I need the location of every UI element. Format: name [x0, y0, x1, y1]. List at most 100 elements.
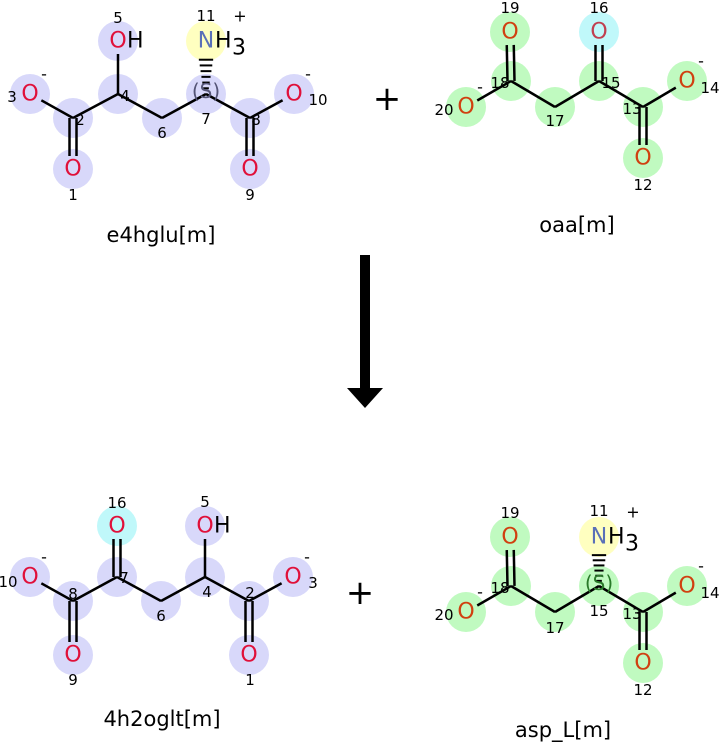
atom-index: 5	[200, 493, 210, 511]
bond	[244, 601, 254, 642]
atom-index: 11	[196, 7, 215, 25]
charge-sign: -	[304, 548, 310, 567]
atom-9: O9	[64, 643, 81, 690]
atom-8: 8	[68, 585, 78, 603]
bond	[72, 92, 119, 120]
atom-highlight	[53, 635, 93, 675]
atom-4: 4	[120, 87, 130, 105]
bond	[161, 92, 207, 120]
atom-10: O- 10	[285, 65, 327, 110]
atom-15: (S)15	[585, 571, 613, 620]
atom-18: 18	[490, 74, 509, 92]
atom-highlight	[446, 592, 486, 632]
bond	[72, 575, 118, 603]
charge-sign: +	[626, 503, 639, 522]
atom-index: 15	[589, 602, 608, 620]
atom-index: 5	[113, 9, 123, 27]
atom-index: 10	[0, 573, 18, 591]
atom-index: 16	[589, 0, 608, 17]
atom-symbol: O	[634, 651, 651, 676]
atom-index: 10	[308, 91, 327, 109]
bond	[598, 584, 644, 614]
atom-13: 13	[622, 605, 641, 623]
atom-4: 4	[202, 583, 212, 601]
charge-sign: -	[41, 65, 47, 84]
atom-highlight	[186, 21, 226, 61]
atom-7: 7	[119, 569, 129, 587]
atom-hydrogen-count: 3	[232, 36, 246, 61]
plus-sign-reactants: +	[373, 79, 402, 119]
atom-20: O-20	[434, 583, 482, 625]
atom-highlight	[623, 138, 663, 178]
atom-symbol: N	[198, 29, 214, 54]
atom-symbol: O	[457, 95, 474, 120]
atom-hydrogen-count: 3	[625, 532, 639, 557]
charge-sign: -	[305, 65, 311, 84]
atom-18: 18	[490, 579, 509, 597]
atom-index: 20	[434, 606, 453, 624]
bond	[245, 118, 255, 156]
atom-19: O19	[500, 0, 519, 45]
atom-7: (S)7	[192, 79, 220, 128]
atom-highlight	[98, 21, 138, 61]
bond	[248, 582, 283, 603]
atom-14: O-14	[678, 557, 719, 603]
atom-index: 4	[120, 87, 130, 105]
atom-index: 13	[622, 100, 641, 118]
atom-index: 19	[500, 0, 519, 17]
atom-highlight	[229, 635, 269, 675]
atom-2: 2	[245, 584, 255, 602]
bond	[638, 612, 648, 650]
bond-layer	[40, 44, 677, 650]
bond	[68, 118, 78, 156]
atom-index: 8	[251, 111, 261, 129]
bond	[554, 79, 600, 109]
atom-symbol: O	[634, 146, 651, 171]
molecule-name: oaa[m]	[539, 213, 614, 237]
atom-14: O-14	[678, 52, 719, 98]
bond	[642, 591, 677, 614]
atom-20: O-20	[434, 78, 482, 120]
arrow-head	[347, 388, 383, 408]
atom-index: 17	[545, 112, 564, 130]
atom-index: 16	[107, 494, 126, 512]
atom-1: O1	[64, 157, 81, 205]
atom-symbol: O	[240, 643, 257, 668]
atom-highlight	[490, 12, 530, 52]
atom-symbol: O	[108, 514, 125, 539]
bond	[510, 79, 556, 109]
atom-index: 9	[68, 671, 78, 689]
atom-index: 3	[7, 88, 17, 106]
atom-highlight	[97, 506, 137, 546]
atom-symbol: O	[285, 82, 302, 107]
atom-symbol: O	[678, 69, 695, 94]
atom-index: 12	[633, 176, 652, 194]
atom-hydrogen: H	[214, 514, 231, 539]
bond	[638, 107, 648, 145]
atom-16: O 16	[107, 494, 126, 539]
bond	[476, 79, 512, 102]
reaction-arrow	[347, 255, 383, 408]
atom-highlight	[10, 557, 50, 597]
atom-index: 19	[500, 504, 519, 522]
bond	[510, 584, 556, 614]
atom-index: 9	[245, 186, 255, 204]
charge-sign: -	[698, 52, 704, 71]
atom-16: O16	[589, 0, 608, 45]
atom-highlight	[273, 557, 313, 597]
atom-17: 17	[545, 619, 564, 637]
atom-symbol: O	[284, 565, 301, 590]
charge-sign: -	[477, 78, 483, 97]
molecule-name: e4hglu[m]	[107, 223, 216, 247]
atom-index: 7	[201, 110, 211, 128]
atom-index: 15	[601, 74, 620, 92]
atom-index: 2	[245, 584, 255, 602]
atom-hydrogen: H	[127, 29, 144, 54]
atom-6: 6	[157, 124, 167, 142]
atom-symbol: O	[241, 157, 258, 182]
